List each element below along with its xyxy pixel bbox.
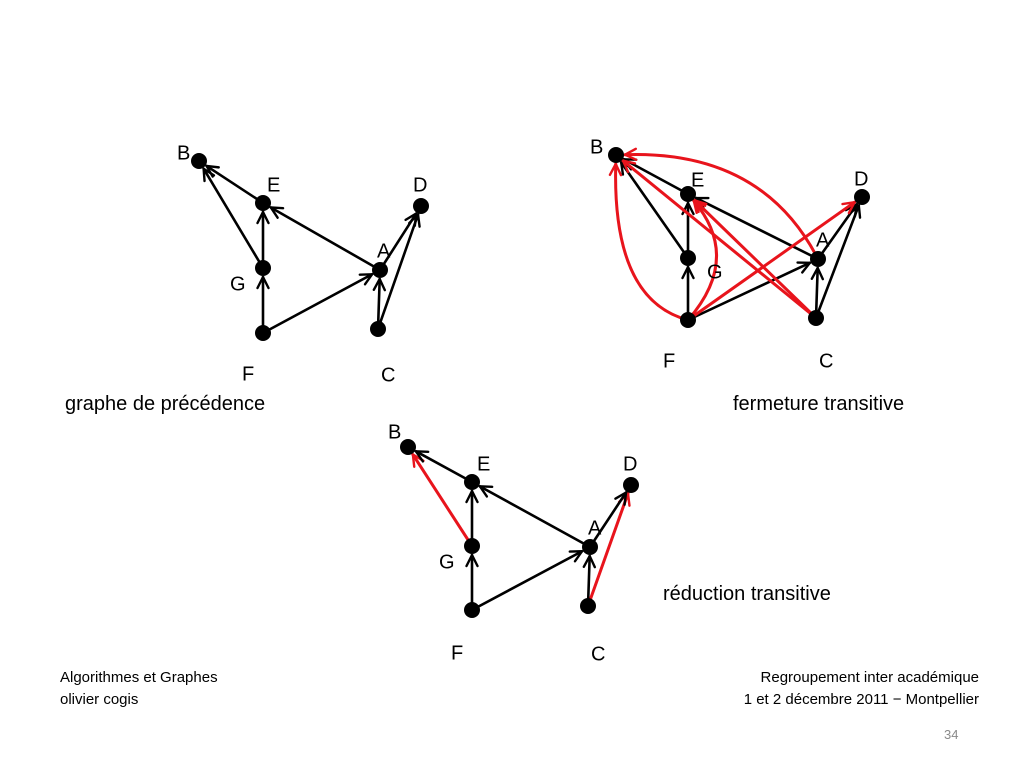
edge-f-b bbox=[616, 162, 690, 322]
node-c bbox=[580, 598, 596, 614]
node-label-a: A bbox=[816, 229, 830, 251]
footer-author: olivier cogis bbox=[60, 691, 139, 708]
node-label-g: G bbox=[707, 261, 723, 283]
node-c bbox=[808, 310, 824, 326]
node-a bbox=[810, 251, 826, 267]
node-f bbox=[464, 602, 480, 618]
footer-event: Regroupement inter académique bbox=[760, 669, 979, 686]
node-g bbox=[680, 250, 696, 266]
node-label-c: C bbox=[819, 350, 833, 372]
node-label-f: F bbox=[451, 642, 463, 664]
edge-c-d bbox=[376, 213, 418, 331]
graph-precedence: B E D A G F C bbox=[177, 142, 429, 386]
caption-transitive-reduction: réduction transitive bbox=[663, 583, 831, 605]
node-label-g: G bbox=[439, 551, 455, 573]
node-label-e: E bbox=[267, 174, 280, 196]
node-g bbox=[255, 260, 271, 276]
node-e bbox=[255, 195, 271, 211]
node-f bbox=[255, 325, 271, 341]
page-number: 34 bbox=[944, 727, 959, 742]
edge-a-b bbox=[623, 154, 820, 261]
caption-precedence: graphe de précédence bbox=[65, 393, 266, 415]
node-label-e: E bbox=[477, 453, 490, 475]
edge-c-a bbox=[816, 266, 818, 320]
node-label-a: A bbox=[377, 240, 391, 262]
node-label-d: D bbox=[623, 453, 637, 475]
node-f bbox=[680, 312, 696, 328]
graph-transitive-closure: B E D A G F C bbox=[590, 136, 870, 372]
edge-group bbox=[202, 164, 418, 335]
node-a bbox=[372, 262, 388, 278]
edge-g-b bbox=[202, 167, 265, 270]
node-b bbox=[608, 147, 624, 163]
edge-f-a bbox=[470, 549, 584, 612]
edge-a-d bbox=[378, 212, 418, 272]
graph-transitive-reduction: B E D A G F C bbox=[388, 421, 639, 665]
node-g bbox=[464, 538, 480, 554]
node-label-b: B bbox=[388, 421, 401, 443]
edge-g-b bbox=[619, 161, 690, 260]
node-group bbox=[400, 439, 639, 618]
edge-e-b bbox=[414, 450, 474, 484]
node-e bbox=[680, 186, 696, 202]
footer-date-place: 1 et 2 décembre 2011 − Montpellier bbox=[743, 691, 979, 708]
node-label-b: B bbox=[590, 136, 603, 158]
edge-a-e bbox=[694, 196, 820, 261]
edge-c-d bbox=[814, 204, 859, 320]
edge-f-d bbox=[686, 200, 857, 322]
edge-g-b bbox=[411, 453, 474, 548]
node-label-d: D bbox=[854, 168, 868, 190]
edge-f-a bbox=[261, 272, 374, 335]
edge-c-e bbox=[692, 198, 818, 320]
node-a bbox=[582, 539, 598, 555]
caption-transitive-closure: fermeture transitive bbox=[733, 393, 905, 415]
node-e bbox=[464, 474, 480, 490]
node-d bbox=[623, 477, 639, 493]
footer-right: Regroupement inter académique 1 et 2 déc… bbox=[744, 667, 979, 711]
node-label-c: C bbox=[381, 364, 395, 386]
edge-c-a bbox=[378, 277, 380, 331]
footer-course: Algorithmes et Graphes bbox=[60, 669, 218, 686]
node-b bbox=[191, 153, 207, 169]
edge-group bbox=[411, 450, 628, 612]
edge-c-b bbox=[621, 159, 818, 320]
edge-a-e bbox=[478, 485, 592, 549]
node-label-c: C bbox=[591, 643, 605, 665]
node-label-e: E bbox=[691, 169, 704, 191]
node-group bbox=[608, 147, 870, 328]
node-group bbox=[191, 153, 429, 341]
footer-left: Algorithmes et Graphes olivier cogis bbox=[60, 667, 218, 711]
edge-f-a bbox=[686, 263, 812, 322]
edge-e-b bbox=[205, 164, 265, 205]
edge-c-a bbox=[588, 554, 590, 608]
node-d bbox=[854, 189, 870, 205]
node-c bbox=[370, 321, 386, 337]
node-label-a: A bbox=[588, 517, 602, 539]
node-b bbox=[400, 439, 416, 455]
edge-group bbox=[616, 154, 859, 322]
edge-a-d bbox=[588, 491, 628, 549]
node-label-f: F bbox=[663, 350, 675, 372]
edge-a-e bbox=[269, 206, 382, 272]
node-d bbox=[413, 198, 429, 214]
node-label-d: D bbox=[413, 174, 427, 196]
node-label-g: G bbox=[230, 273, 246, 295]
node-label-b: B bbox=[177, 142, 190, 164]
node-label-f: F bbox=[242, 363, 254, 385]
edge-c-d bbox=[586, 491, 628, 608]
edge-f-e bbox=[686, 199, 719, 322]
